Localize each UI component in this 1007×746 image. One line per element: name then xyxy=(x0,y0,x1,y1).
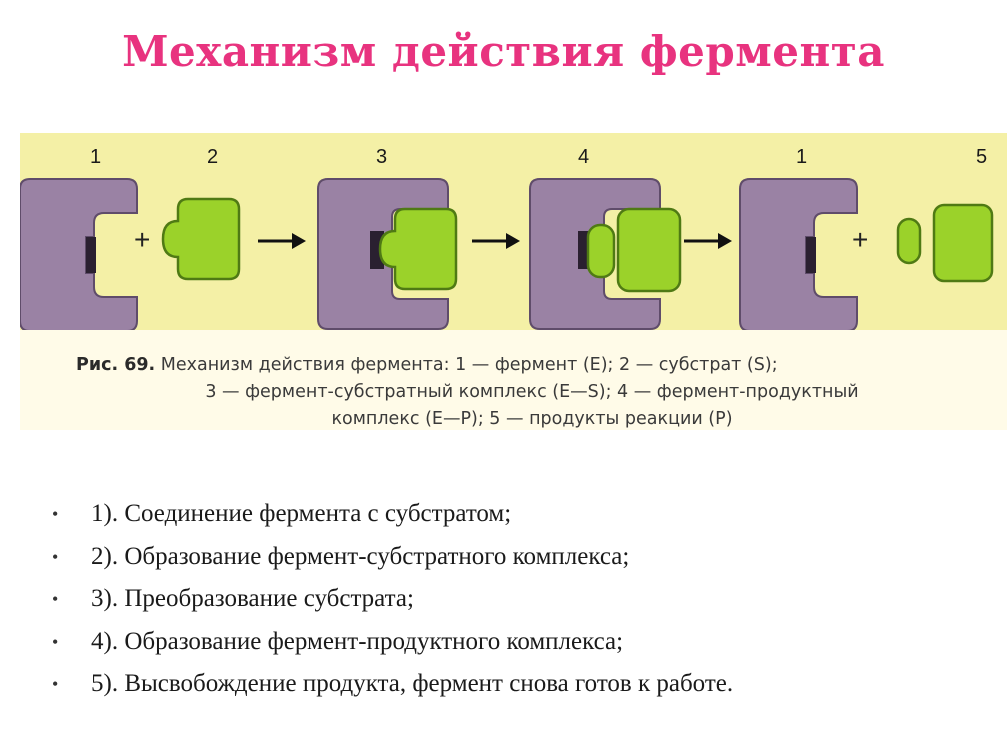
slide-title: Механизм действия фермента xyxy=(122,27,885,76)
active-site xyxy=(86,237,96,273)
caption-line-2: 3 — фермент-субстратный комплекс (E—S); … xyxy=(205,382,859,402)
steps-list: • 1). Соединение фермента с субстратом; •… xyxy=(52,493,982,706)
bullet: • xyxy=(52,546,59,567)
list-item: • 1). Соединение фермента с субстратом; xyxy=(52,493,982,536)
list-item-text: 1). Соединение фермента с субстратом; xyxy=(91,500,512,527)
arrow-icon xyxy=(258,233,306,249)
enzyme-product-complex xyxy=(529,178,682,330)
figure-caption: Рис. 69. Механизм действия фермента: 1 —… xyxy=(76,352,982,433)
arrow-icon xyxy=(684,233,732,249)
stage-number-1b: 1 xyxy=(796,146,807,168)
stage-number-5: 5 xyxy=(976,146,987,168)
list-item-text: 2). Образование фермент-субстратного ком… xyxy=(91,542,630,570)
bullet: • xyxy=(52,504,59,524)
caption-line-3: комплекс (E—P); 5 — продукты реакции (P) xyxy=(331,409,733,429)
stage-number-3: 3 xyxy=(376,146,387,168)
arrow-icon xyxy=(472,233,520,249)
enzyme-figure: 1 2 3 4 1 5 + xyxy=(20,133,1007,430)
stage-number-2: 2 xyxy=(207,146,218,168)
list-item: • 2). Образование фермент-субстратного ко… xyxy=(52,536,982,579)
list-item-text: 4). Образование фермент-продуктного комп… xyxy=(91,627,624,655)
reaction-products xyxy=(896,203,994,283)
caption-lead: Рис. 69. xyxy=(76,355,156,375)
bullet: • xyxy=(52,674,59,694)
list-item-text: 5). Высвобождение продукта, фермент снов… xyxy=(91,670,734,697)
stage-number-1: 1 xyxy=(90,146,101,168)
plus-operator-1: + xyxy=(134,224,150,255)
enzyme-free xyxy=(20,178,138,330)
plus-operator-2: + xyxy=(852,224,868,255)
bullet: • xyxy=(52,589,59,609)
diagram-band: 1 2 3 4 1 5 + xyxy=(20,133,1007,330)
substrate xyxy=(161,197,241,281)
list-item-text: 3). Преобразование субстрата; xyxy=(91,585,414,612)
stage-number-4: 4 xyxy=(578,146,589,168)
enzyme-free-regenerated xyxy=(739,178,858,330)
bullet: • xyxy=(52,631,59,652)
list-item: • 5). Высвобождение продукта, фермент сно… xyxy=(52,663,982,706)
enzyme-substrate-complex xyxy=(317,178,458,330)
caption-line-1: Механизм действия фермента: 1 — фермент … xyxy=(160,355,778,375)
enzyme-diagram: 1 2 3 4 1 5 + xyxy=(20,146,994,330)
list-item: • 4). Образование фермент-продуктного ком… xyxy=(52,621,982,664)
list-item: • 3). Преобразование субстрата; xyxy=(52,578,982,621)
